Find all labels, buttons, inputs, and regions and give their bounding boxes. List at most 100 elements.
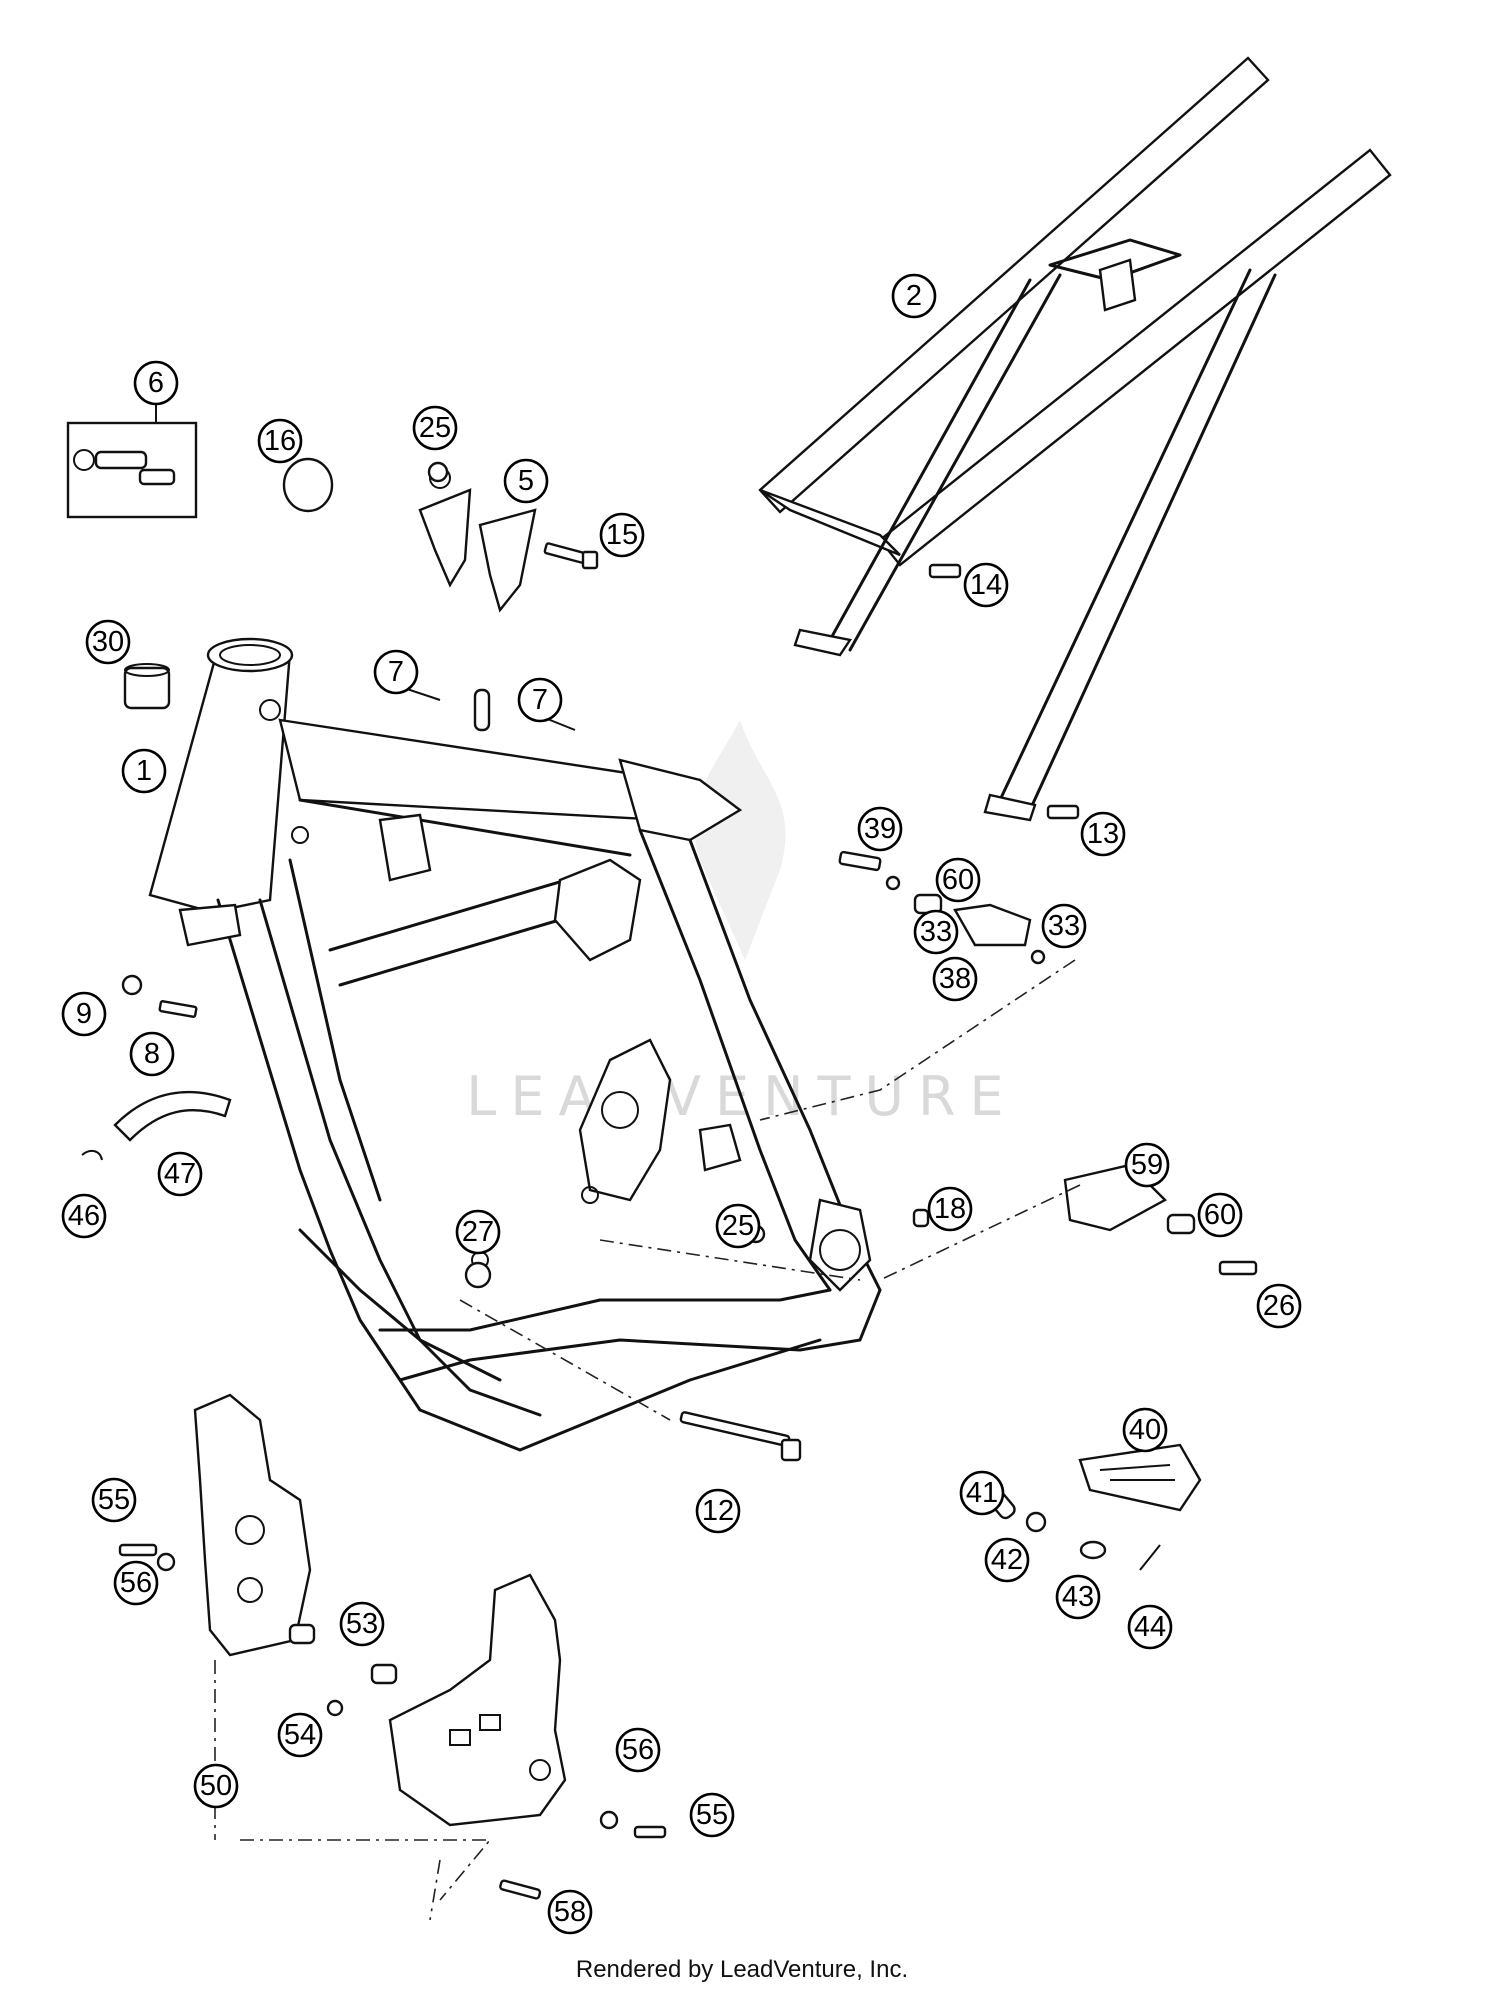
callout-label: 12 [702, 1495, 734, 1527]
bolt-13[interactable] [1046, 804, 1080, 820]
screw-54[interactable] [326, 1699, 344, 1717]
callout-label: 55 [696, 1799, 728, 1831]
callout-label: 30 [92, 626, 124, 658]
callout-label: 42 [991, 1544, 1023, 1576]
washer-56b[interactable] [599, 1810, 619, 1830]
callout-label: 18 [934, 1193, 966, 1225]
callout-circle [61, 991, 107, 1037]
callout-circle [373, 649, 419, 695]
bushing-60b[interactable] [1166, 1213, 1196, 1235]
callout-39: 39 [857, 806, 903, 852]
subframe[interactable] [758, 56, 1392, 822]
callout-label: 56 [622, 1734, 654, 1766]
callout-label: 55 [98, 1484, 130, 1516]
callout-label: 44 [1134, 1611, 1166, 1643]
callout-circle [935, 857, 981, 903]
washer-56a[interactable] [156, 1552, 176, 1572]
steering-lock-kit[interactable] [66, 415, 198, 519]
breather-hose[interactable] [113, 1090, 232, 1142]
callout-41: 41 [959, 1470, 1005, 1516]
callout-54: 54 [277, 1712, 323, 1758]
callout-25: 25 [715, 1203, 761, 1249]
cotter-pin-44[interactable] [1139, 1544, 1161, 1571]
callout-label: 58 [554, 1896, 586, 1928]
callout-label: 59 [1131, 1149, 1163, 1181]
callout-label: 7 [388, 656, 404, 688]
callout-circle [615, 1727, 661, 1773]
callout-60: 60 [1197, 1192, 1243, 1238]
callout-label: 27 [462, 1216, 494, 1248]
callout-circle [913, 909, 959, 955]
callout-33: 33 [913, 909, 959, 955]
callout-circle [91, 1477, 137, 1523]
frame-plug[interactable] [282, 457, 334, 513]
callout-12: 12 [695, 1488, 741, 1534]
callout-1: 1 [121, 748, 167, 794]
callout-13: 13 [1080, 811, 1126, 857]
callout-circle [339, 1601, 385, 1647]
footpeg[interactable] [1078, 1443, 1202, 1512]
nut-26[interactable] [464, 1261, 492, 1289]
footer-credit: Rendered by LeadVenture, Inc. [576, 1956, 908, 1983]
callout-47: 47 [157, 1151, 203, 1197]
callout-label: 56 [120, 1567, 152, 1599]
bolt-58[interactable] [499, 1879, 542, 1900]
callout-27: 27 [455, 1209, 501, 1255]
callout-7: 7 [517, 677, 563, 723]
steering-bearing[interactable] [123, 663, 171, 710]
callout-circle [85, 619, 131, 665]
callout-43: 43 [1055, 1574, 1101, 1620]
bolt-39[interactable] [838, 850, 882, 872]
callout-circle [412, 405, 458, 451]
callout-circle [277, 1712, 323, 1758]
bolt-55a[interactable] [118, 1543, 158, 1557]
bolt-27[interactable] [1218, 1260, 1258, 1276]
bolt-14[interactable] [928, 563, 962, 579]
spring-42[interactable] [1025, 1511, 1047, 1533]
callout-circle [891, 273, 937, 319]
callout-50: 50 [193, 1763, 239, 1809]
callout-58: 58 [547, 1889, 593, 1935]
nut-9[interactable] [121, 974, 143, 996]
callout-circle [129, 1031, 175, 1077]
callout-label: 46 [68, 1200, 100, 1232]
washer-33b[interactable] [1030, 949, 1046, 965]
washer-43[interactable] [1079, 1540, 1107, 1560]
plug-18[interactable] [912, 1208, 930, 1228]
callout-label: 54 [284, 1719, 316, 1751]
spacer-53a[interactable] [288, 1623, 316, 1645]
bolt-8[interactable] [158, 1000, 198, 1018]
hose-clamp[interactable] [81, 1149, 103, 1161]
frame-guard-left[interactable] [193, 1393, 312, 1657]
callout-label: 13 [1087, 818, 1119, 850]
callout-label: 25 [722, 1210, 754, 1242]
callout-label: 9 [76, 998, 92, 1030]
callout-circle [257, 418, 303, 464]
callout-label: 41 [966, 1477, 998, 1509]
frame-guard-right[interactable] [388, 1573, 567, 1827]
callout-14: 14 [963, 562, 1009, 608]
callout-label: 60 [942, 864, 974, 896]
watermark-logo [694, 720, 786, 960]
callout-label: 33 [1048, 910, 1080, 942]
callout-7: 7 [373, 649, 419, 695]
callout-33: 33 [1041, 903, 1087, 949]
callout-circle [157, 1151, 203, 1197]
callout-2: 2 [891, 273, 937, 319]
swingarm-bolt[interactable] [679, 1411, 802, 1462]
engine-brackets[interactable] [418, 467, 537, 613]
callout-label: 6 [148, 367, 164, 399]
washer-33a[interactable] [885, 875, 901, 891]
callout-label: 43 [1062, 1581, 1094, 1613]
main-frame[interactable] [148, 637, 882, 1452]
side-stand-bracket[interactable] [953, 903, 1032, 947]
callout-circle [503, 458, 549, 504]
spacer-53b[interactable] [370, 1663, 398, 1685]
callout-circle [1055, 1574, 1101, 1620]
nut-25a[interactable] [427, 461, 449, 483]
callout-label: 25 [419, 412, 451, 444]
callout-label: 15 [606, 519, 638, 551]
bolt-15[interactable] [543, 542, 599, 570]
bolt-55b[interactable] [633, 1825, 667, 1839]
